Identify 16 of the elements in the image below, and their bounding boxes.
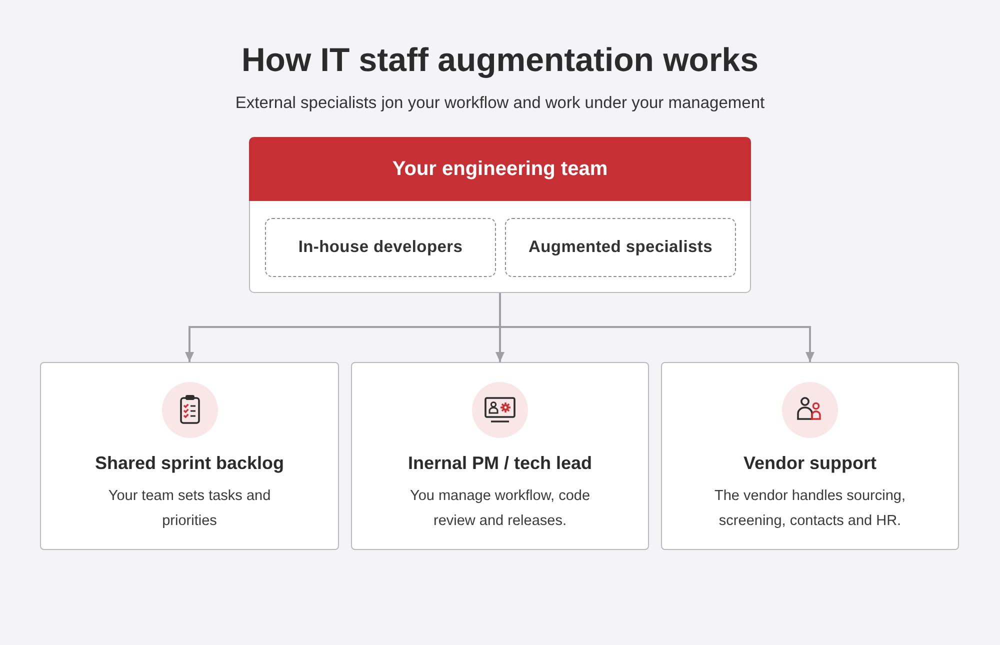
info-card bbox=[351, 362, 649, 550]
card-description: You manage workflow, code review and releases. bbox=[408, 487, 592, 531]
team-group: In-house developers bbox=[265, 218, 496, 277]
subtitle: External specialists jon your workflow and work under your management bbox=[235, 94, 765, 113]
panel-header: Your engineering team bbox=[249, 137, 751, 201]
info-card bbox=[661, 362, 959, 550]
team-group: Augmented specialists bbox=[505, 218, 736, 277]
card-title: Inernal PM / tech lead bbox=[406, 453, 594, 474]
card-title: Vendor support bbox=[742, 453, 878, 474]
team-panel bbox=[249, 137, 751, 293]
card-description: The vendor handles sourcing, screening, contacts and HR. bbox=[713, 487, 907, 531]
arrow bbox=[499, 293, 814, 362]
diagram-title: How IT staff augmentation works bbox=[241, 41, 759, 79]
info-card bbox=[40, 362, 339, 550]
card-title: Shared sprint backlog bbox=[94, 453, 286, 474]
card-description: Your team sets tasks and priorities bbox=[107, 487, 272, 531]
